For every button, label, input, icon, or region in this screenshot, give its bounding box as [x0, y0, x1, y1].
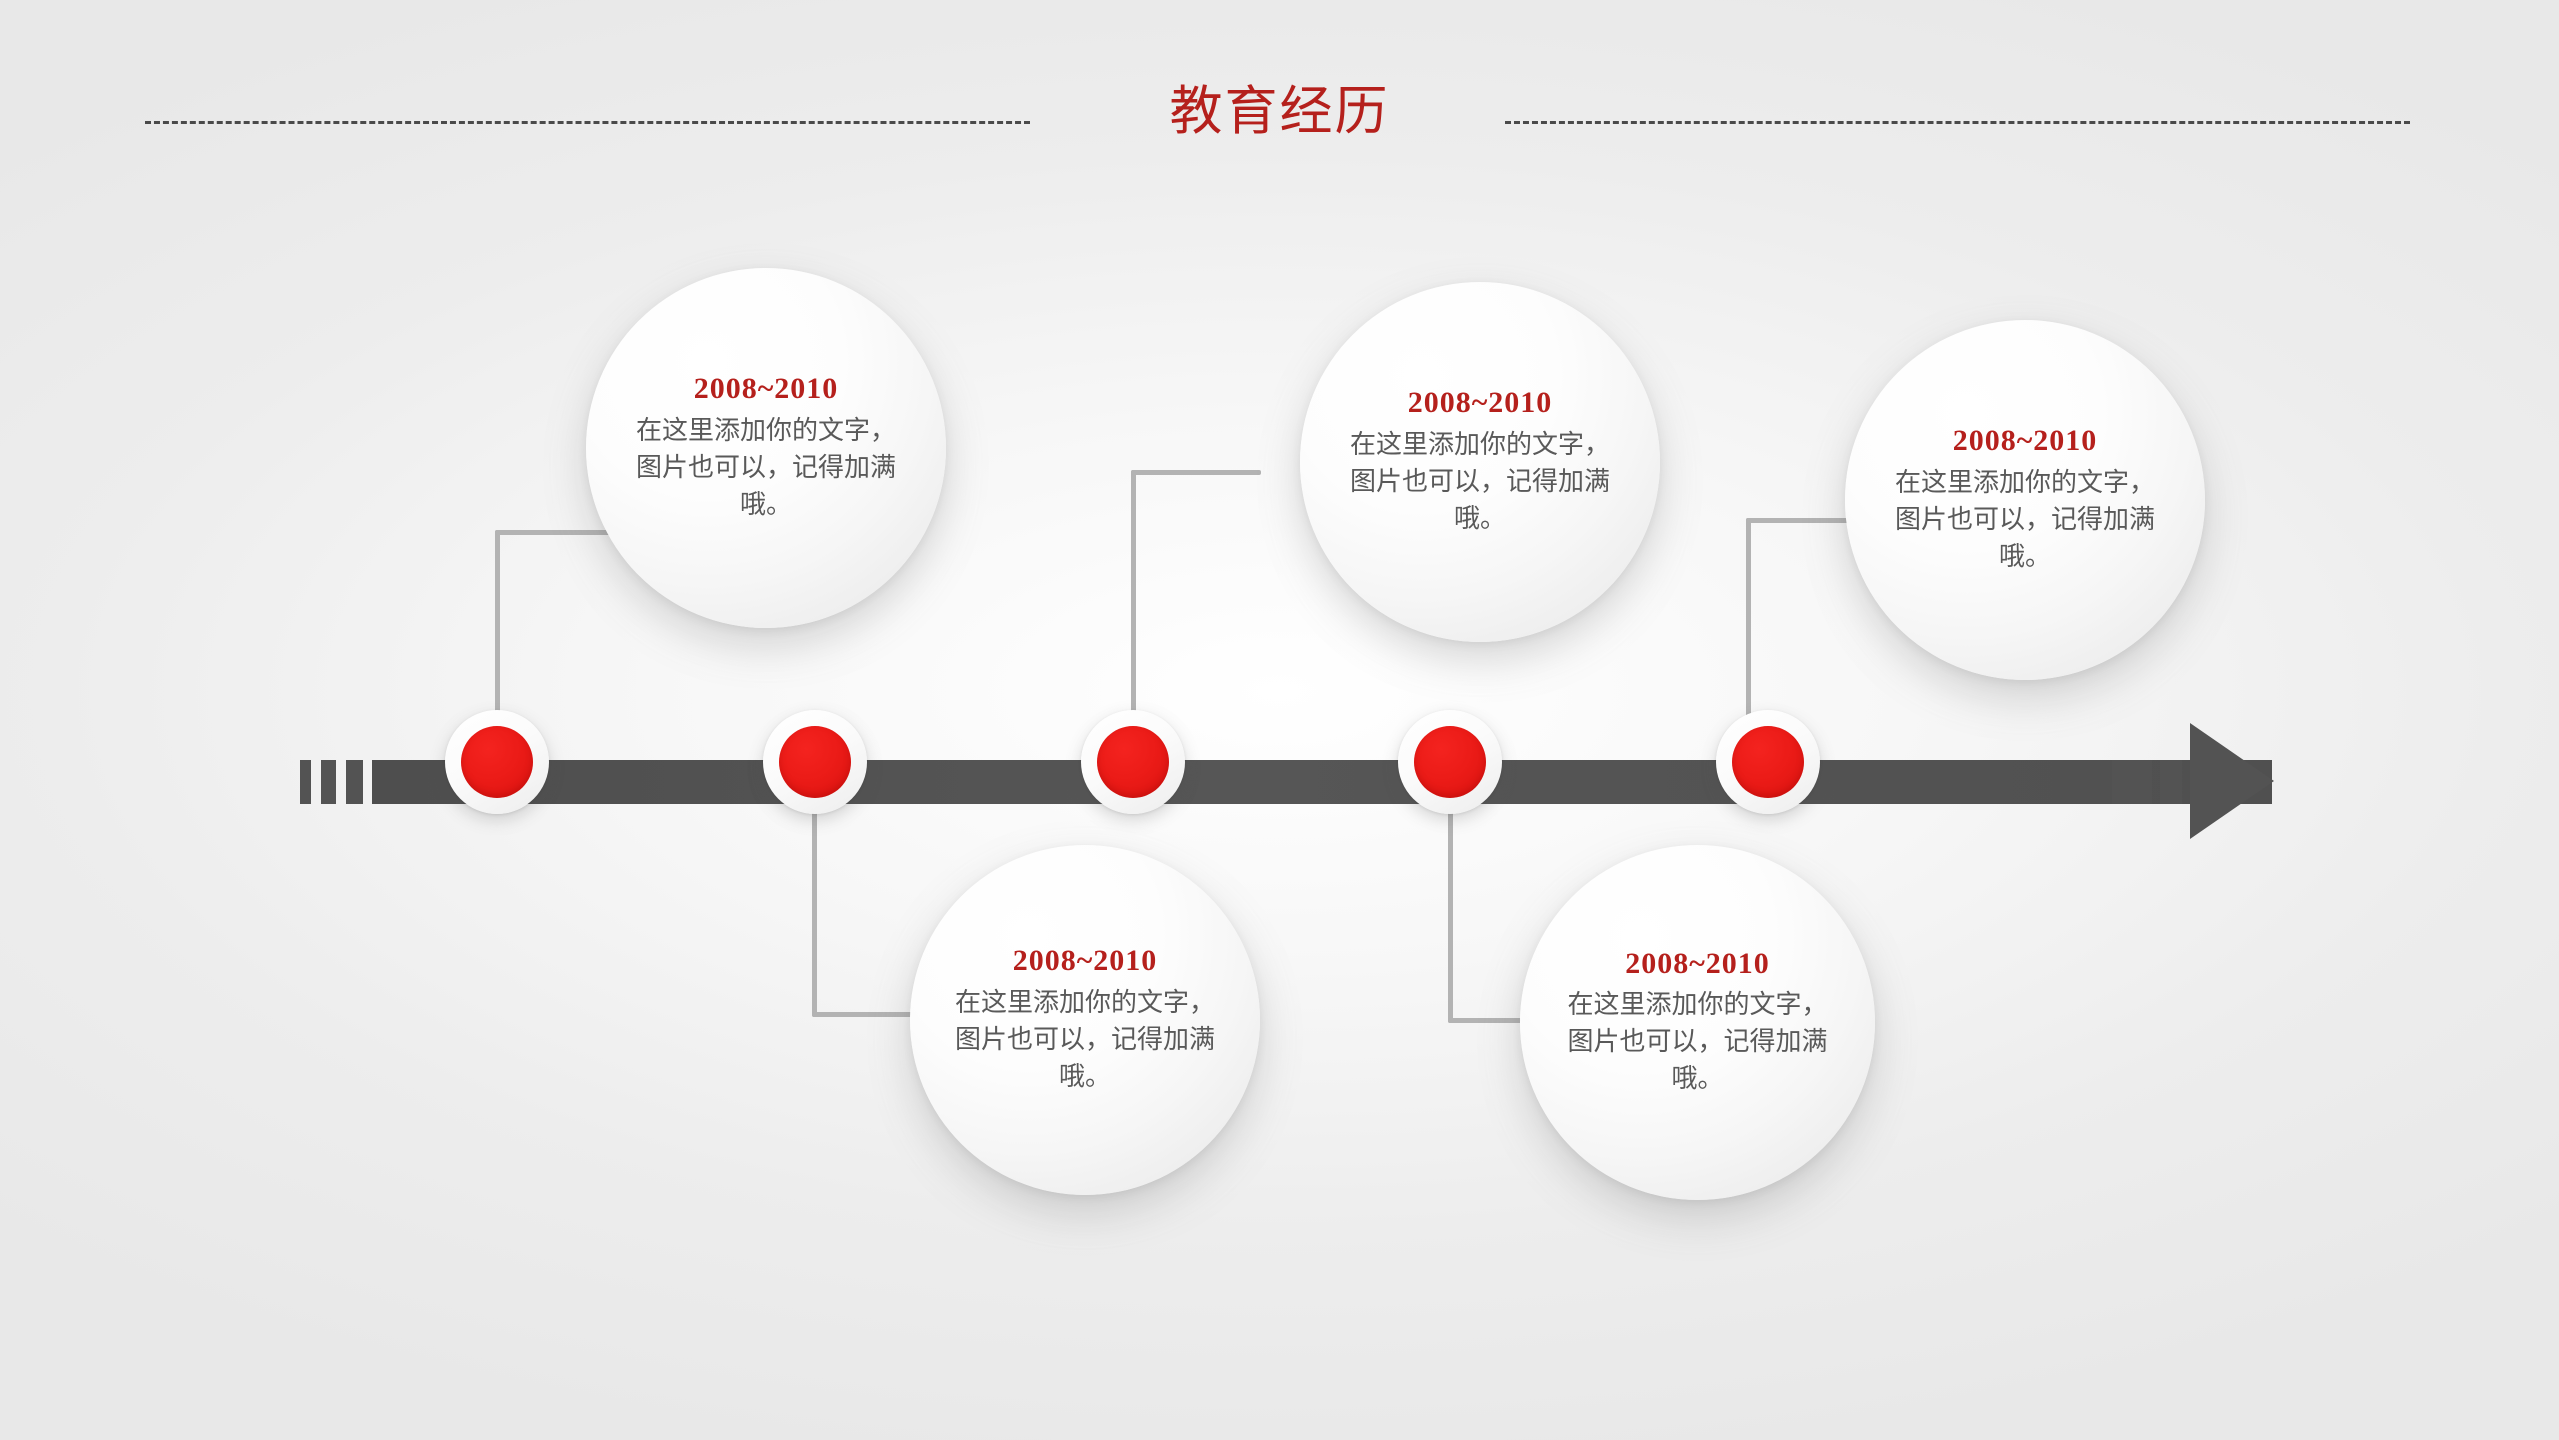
slide-header: 教育经历: [0, 0, 2559, 230]
axis-main-bar: [372, 760, 2272, 804]
connector-5-vertical: [1746, 518, 1751, 762]
connector-4-vertical: [1448, 795, 1453, 1023]
connector-4-horizontal: [1448, 1018, 1578, 1023]
connector-3-vertical: [1131, 470, 1136, 762]
timeline-node-5-dot: [1732, 726, 1804, 798]
axis-tail-dash-2: [321, 760, 336, 804]
timeline-bubble-5[interactable]: 2008~2010 在这里添加你的文字， 图片也可以，记得加满 哦。: [1845, 320, 2205, 680]
timeline-node-4-dot: [1414, 726, 1486, 798]
timeline-bubble-4[interactable]: 2008~2010 在这里添加你的文字， 图片也可以，记得加满 哦。: [1520, 845, 1875, 1200]
bubble-3-body: 在这里添加你的文字， 图片也可以，记得加满 哦。: [1349, 429, 1610, 533]
timeline-bubble-2[interactable]: 2008~2010 在这里添加你的文字， 图片也可以，记得加满 哦。: [910, 845, 1260, 1195]
arrow-head-icon: [2190, 723, 2274, 839]
bubble-5-body: 在这里添加你的文字， 图片也可以，记得加满 哦。: [1894, 467, 2155, 571]
bubble-4-year: 2008~2010: [1625, 946, 1770, 980]
bubble-5-year: 2008~2010: [1952, 424, 2098, 458]
bubble-2-body: 在这里添加你的文字， 图片也可以，记得加满 哦。: [954, 987, 1215, 1091]
axis-head-dash-1: [2112, 760, 2152, 804]
timeline-node-2-dot: [779, 726, 851, 798]
dashed-rule-right: [1505, 121, 2410, 124]
bubble-4-body: 在这里添加你的文字， 图片也可以，记得加满 哦。: [1567, 990, 1828, 1094]
axis-head-dash-2: [2160, 760, 2182, 804]
axis-tail-dash-1: [300, 760, 311, 804]
bubble-3-year: 2008~2010: [1407, 386, 1553, 420]
timeline-node-4[interactable]: [1398, 710, 1502, 814]
bubble-1-year: 2008~2010: [693, 372, 839, 406]
timeline-node-1-dot: [461, 726, 533, 798]
timeline-node-3-dot: [1097, 726, 1169, 798]
timeline-node-3[interactable]: [1081, 710, 1185, 814]
connector-1-vertical: [495, 530, 500, 762]
bubble-1-body: 在这里添加你的文字， 图片也可以，记得加满 哦。: [635, 415, 896, 519]
timeline-node-2[interactable]: [763, 710, 867, 814]
page-title: 教育经历: [1169, 82, 1390, 141]
dashed-rule-left: [145, 121, 1030, 124]
timeline-bubble-1[interactable]: 2008~2010 在这里添加你的文字， 图片也可以，记得加满 哦。: [586, 268, 946, 628]
connector-5-horizontal: [1746, 518, 1874, 523]
timeline-node-1[interactable]: [445, 710, 549, 814]
axis-tail-dash-3: [346, 760, 363, 804]
timeline-bubble-3[interactable]: 2008~2010 在这里添加你的文字， 图片也可以，记得加满 哦。: [1300, 282, 1660, 642]
connector-2-vertical: [812, 795, 817, 1017]
connector-2-horizontal: [812, 1012, 947, 1017]
timeline-node-5[interactable]: [1716, 710, 1820, 814]
bubble-2-year: 2008~2010: [1012, 944, 1158, 978]
connector-1-horizontal: [495, 530, 620, 535]
timeline-axis: [0, 723, 2559, 846]
connector-3-horizontal: [1131, 470, 1261, 475]
